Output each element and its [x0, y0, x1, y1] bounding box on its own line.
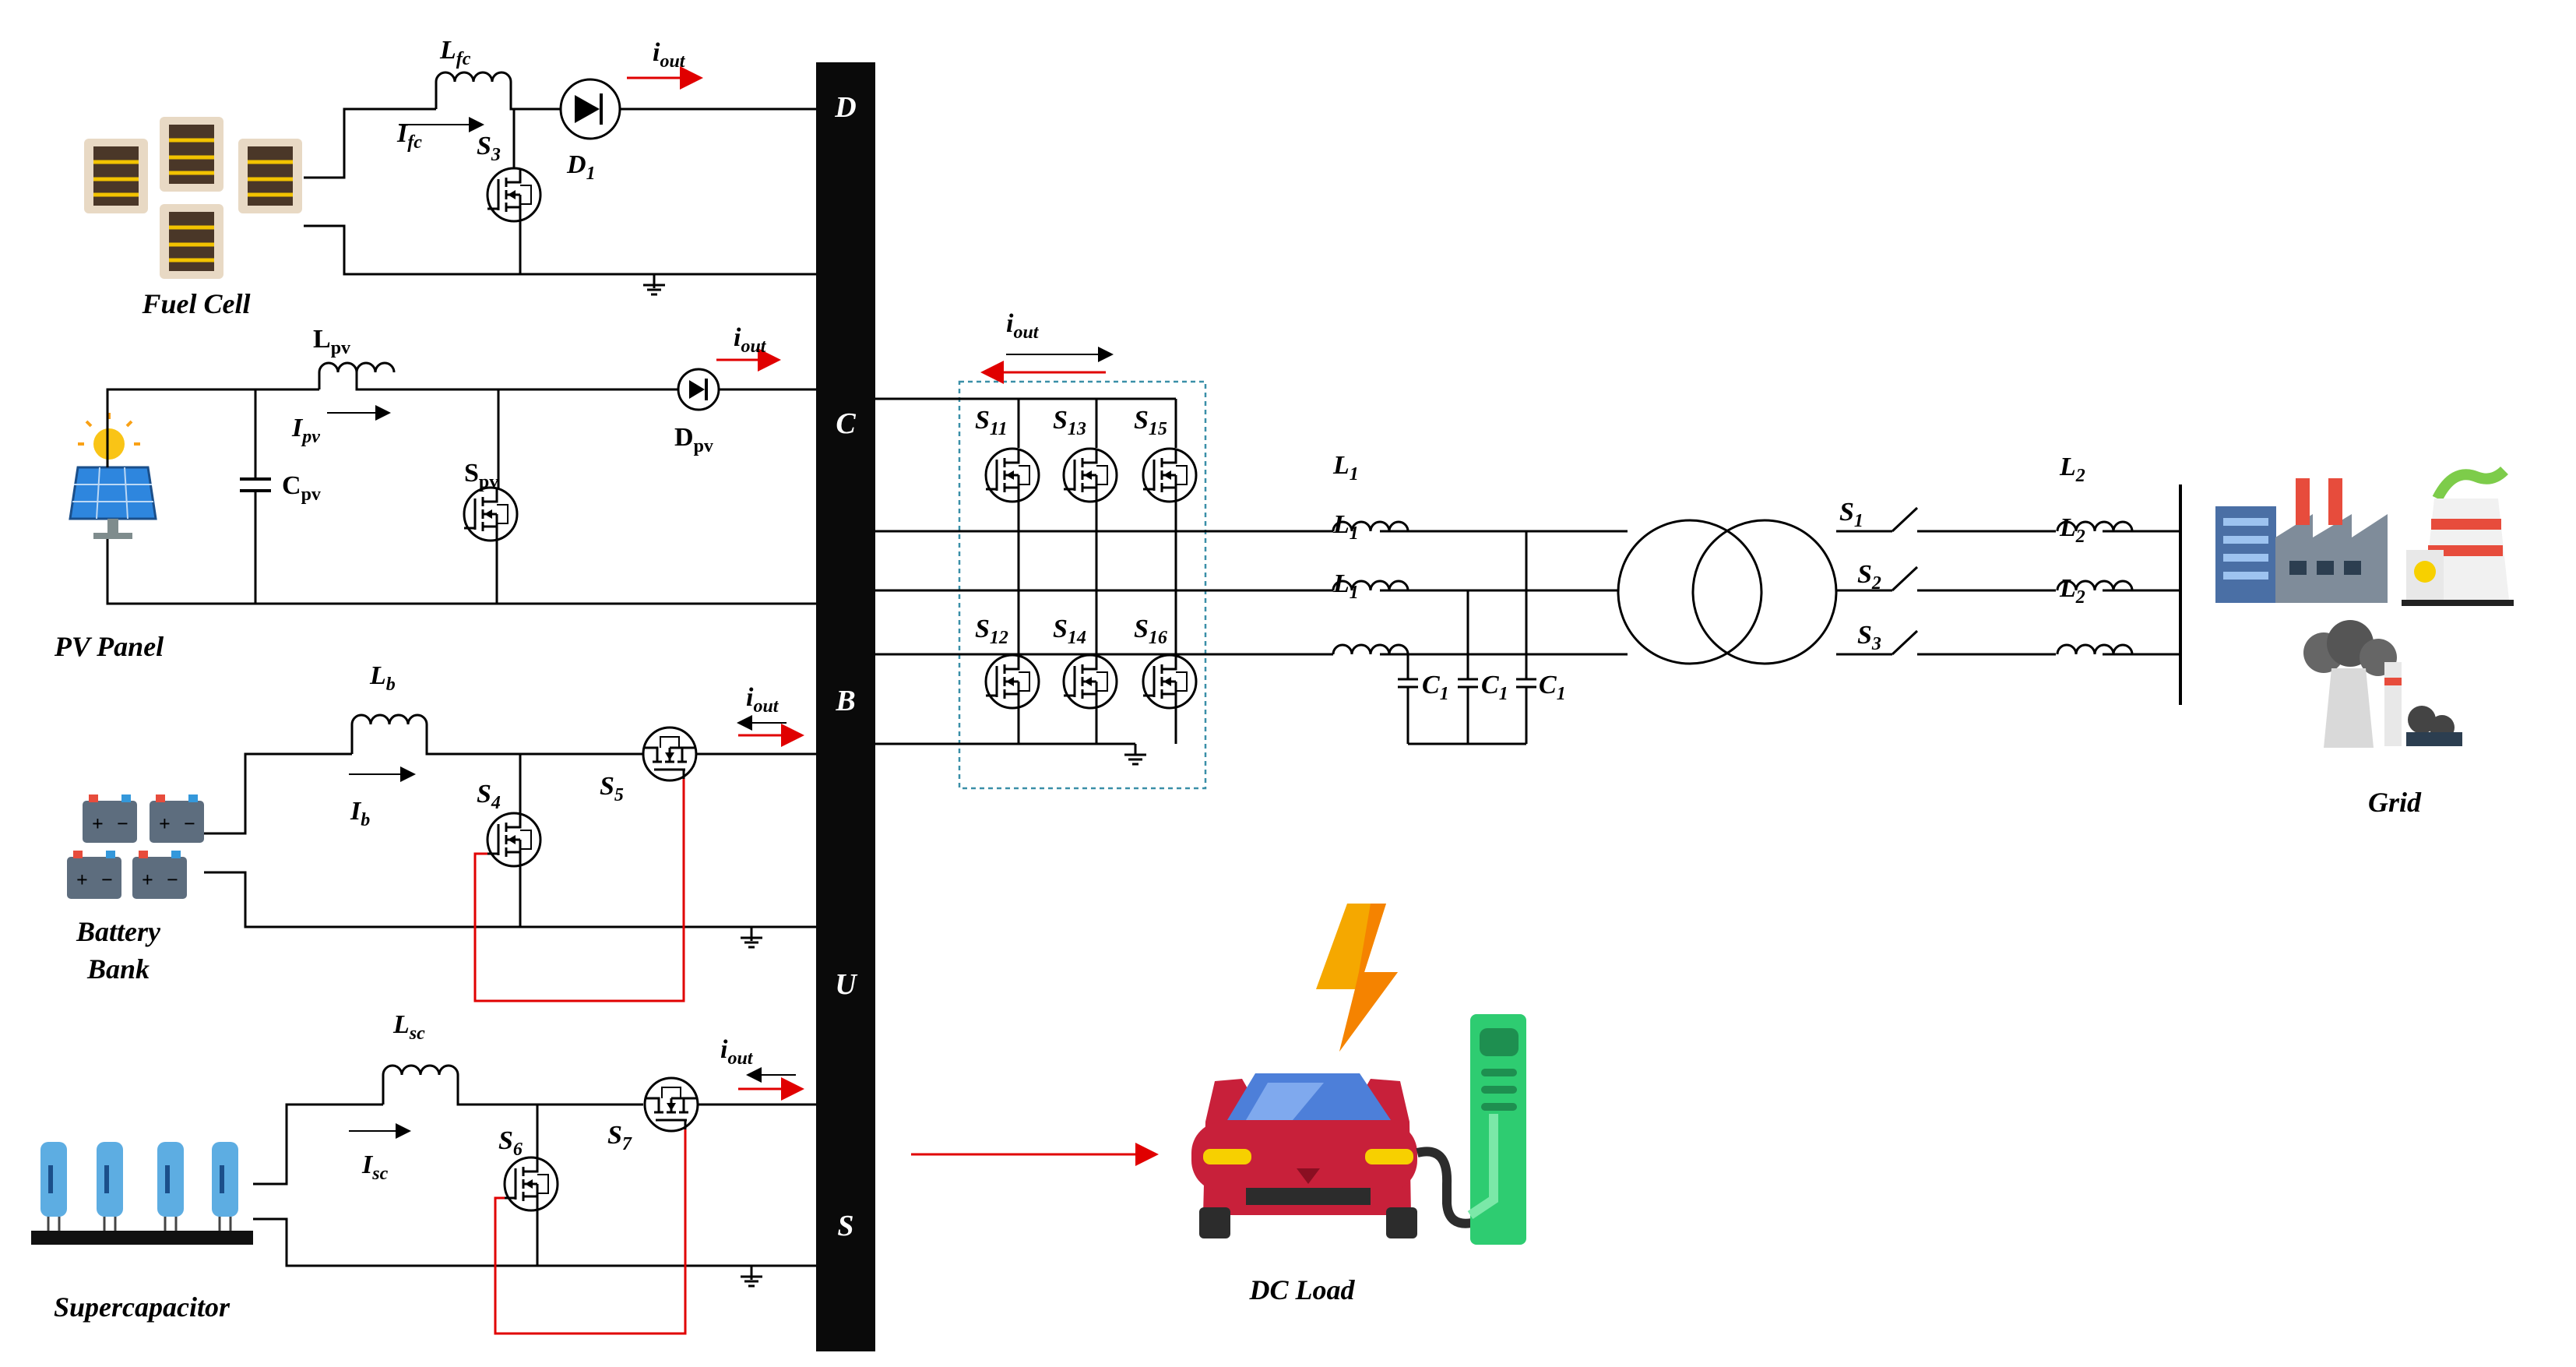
inv-s11-label: S11: [975, 406, 1008, 439]
bus-letter-d: D: [834, 91, 856, 124]
svg-text:−: −: [184, 812, 195, 835]
pv-iout-label: iout: [734, 323, 767, 357]
fuel-cell-converter: [304, 66, 816, 296]
s1-label: S1: [1839, 498, 1863, 531]
grid-label: Grid: [2368, 787, 2422, 818]
pv-converter: [106, 348, 816, 605]
charging-station-icon: [1467, 1014, 1526, 1245]
supercapacitor-converter: [253, 1064, 816, 1335]
sc-inductor-label: Lsc: [392, 1010, 425, 1044]
bat-current-label: Ib: [350, 797, 370, 830]
battery-label-line2: Bank: [86, 953, 150, 985]
bus-letter-u: U: [835, 968, 858, 1001]
fuel-cell-label: Fuel Cell: [141, 288, 250, 319]
bus-letter-b: B: [835, 685, 855, 717]
fc-iout-label: iout: [653, 38, 686, 72]
battery-bank-icon: +− +− +− +−: [67, 794, 204, 899]
electric-car-icon: [1191, 1073, 1496, 1238]
fc-current-label: Ifc: [396, 119, 422, 153]
inv-s13-label: S13: [1053, 406, 1086, 439]
dc-bus-bar: [816, 62, 875, 1351]
nuclear-plant-icon: [2402, 466, 2514, 606]
inv-s14-label: S14: [1053, 615, 1086, 648]
inverter-box: [958, 380, 1207, 790]
bus-letter-s: S: [837, 1210, 853, 1242]
c1-label-a: C1: [1422, 671, 1449, 704]
l1-label-top: L1: [1332, 451, 1359, 484]
supercapacitor-icon: [31, 1142, 253, 1245]
coal-plant-icon: [2303, 620, 2462, 748]
bat-inductor-label: Lb: [369, 661, 396, 695]
svg-text:+: +: [76, 868, 88, 891]
factory-icon: [2215, 478, 2388, 603]
bat-s4-label: S4: [477, 780, 501, 813]
c1-label-b: C1: [1481, 671, 1508, 704]
l1-label-mid: L1: [1332, 510, 1359, 544]
bus-letter-c: C: [836, 407, 856, 440]
pv-panel-icon: [69, 413, 157, 539]
battery-converter: [204, 713, 816, 1002]
pv-diode-label: Dpv: [674, 423, 713, 456]
l2-label-top: L2: [2059, 453, 2085, 486]
svg-text:−: −: [101, 868, 113, 891]
fc-switch-label: S3: [477, 132, 501, 165]
svg-text:+: +: [142, 868, 153, 891]
battery-label-line1: Battery: [76, 916, 161, 947]
pv-current-label: Ipv: [291, 414, 320, 447]
inv-s12-label: S12: [975, 615, 1008, 648]
svg-text:+: +: [92, 812, 104, 835]
lightning-icon: [1316, 904, 1398, 1052]
sc-iout-label: iout: [720, 1035, 754, 1069]
s2-label: S2: [1857, 560, 1881, 594]
bat-s5-label: S5: [600, 772, 624, 805]
sc-s6-label: S6: [498, 1126, 523, 1160]
svg-text:−: −: [117, 812, 128, 835]
sc-s7-label: S7: [607, 1121, 632, 1154]
svg-text:+: +: [159, 812, 171, 835]
l2-label-bot: L2: [2059, 574, 2085, 608]
fc-diode-label: D1: [566, 150, 596, 184]
pv-panel-label: PV Panel: [54, 631, 164, 662]
fuel-cell-icon: [84, 117, 302, 279]
l2-label-mid: L2: [2059, 513, 2085, 547]
l1-label-bot: L1: [1332, 569, 1359, 603]
transformer: [1617, 484, 2182, 705]
supercapacitor-label: Supercapacitor: [54, 1291, 231, 1323]
lc-filter: [1324, 520, 1628, 745]
pv-inductor-label: Lpv: [313, 325, 350, 358]
fc-inductor-label: Lfc: [439, 36, 471, 69]
inv-s15-label: S15: [1134, 406, 1167, 439]
svg-text:−: −: [167, 868, 178, 891]
inv-iout-label: iout: [1006, 309, 1040, 343]
inverter-circuit: [875, 347, 1324, 766]
pv-capacitor-label: Cpv: [282, 471, 321, 505]
inv-s16-label: S16: [1134, 615, 1167, 648]
dc-load-label: DC Load: [1249, 1274, 1356, 1305]
sc-current-label: Isc: [361, 1150, 389, 1184]
pv-switch-label: Spv: [464, 459, 498, 492]
s3-label: S3: [1857, 621, 1881, 654]
c1-label-c: C1: [1539, 671, 1566, 704]
bat-iout-label: iout: [746, 683, 779, 717]
